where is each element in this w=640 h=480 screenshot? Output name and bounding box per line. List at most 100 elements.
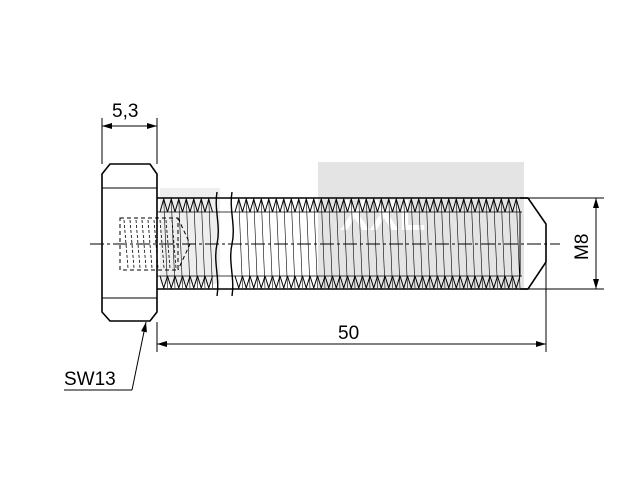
socket-thread-hatch xyxy=(159,219,165,269)
dim-thread-label: M8 xyxy=(572,234,593,260)
thread-helix-line xyxy=(313,198,318,289)
thread-helix-line xyxy=(185,198,191,289)
thread-tooth xyxy=(272,275,281,290)
thread-tooth xyxy=(512,275,521,290)
socket-thread-hatch xyxy=(129,219,135,269)
thread-helix-line xyxy=(410,198,416,289)
threaded-shank xyxy=(157,197,547,290)
socket-thread-hatch xyxy=(153,219,159,269)
thread-tooth xyxy=(369,275,378,290)
socket-thread-hatch xyxy=(135,219,141,269)
thread-tooth xyxy=(339,275,348,290)
socket-thread-hatch xyxy=(141,219,147,269)
thread-tooth xyxy=(467,275,476,290)
watermark: XXL xyxy=(160,162,524,288)
thread-helix-line xyxy=(365,198,371,289)
thread-tooth xyxy=(159,275,168,290)
thread-tooth xyxy=(287,275,296,290)
thread-helix-line xyxy=(388,198,393,289)
thread-helix-line xyxy=(455,198,461,289)
thread-helix-line xyxy=(463,198,468,289)
thread-helix-line xyxy=(283,198,288,289)
screw-tip xyxy=(520,197,547,290)
thread-helix-line xyxy=(343,198,348,289)
thread-helix-line xyxy=(380,198,386,289)
thread-helix-line xyxy=(373,198,378,289)
thread-tooth xyxy=(332,275,341,290)
thread-helix-line xyxy=(260,198,266,289)
wrench-size-label: SW13 xyxy=(64,369,116,390)
thread-helix-line xyxy=(305,198,311,289)
thread-tooth xyxy=(414,275,423,290)
thread-tooth xyxy=(429,275,438,290)
thread-helix-line xyxy=(298,198,303,289)
thread-helix-line xyxy=(275,198,281,289)
thread-tooth xyxy=(167,275,176,290)
thread-tooth xyxy=(264,275,273,290)
dimension-head-height xyxy=(101,118,158,164)
thread-helix-line xyxy=(193,198,198,289)
thread-helix-line xyxy=(440,198,446,289)
socket-hatch xyxy=(123,219,177,269)
thread-helix-line xyxy=(515,198,521,289)
thread-tooth xyxy=(354,275,363,290)
thread-tooth xyxy=(392,275,401,290)
thread-tooth xyxy=(482,275,491,290)
thread-tooth xyxy=(497,275,506,290)
thread-helix-line xyxy=(470,198,476,289)
thread-helix-line xyxy=(433,198,438,289)
wrench-size-leader xyxy=(64,321,147,391)
thread-helix-line xyxy=(335,198,341,289)
thread-tooth xyxy=(444,275,453,290)
thread-tooth xyxy=(452,275,461,290)
thread-tooth xyxy=(204,275,213,290)
thread-helix-line xyxy=(208,198,213,289)
thread-tooth xyxy=(422,275,431,290)
thread-helix-line xyxy=(425,198,431,289)
dim-length-label: 50 xyxy=(338,323,359,344)
thread-tooth xyxy=(249,275,258,290)
thread-helix-line xyxy=(163,198,168,289)
thread-helix-line xyxy=(478,198,483,289)
thread-tooth xyxy=(362,275,371,290)
thread-tooth xyxy=(399,275,408,290)
thread-tooth xyxy=(197,275,206,290)
thread-tooth xyxy=(189,275,198,290)
thread-tooth xyxy=(377,275,386,290)
thread-helix-line xyxy=(328,198,333,289)
thread-tooth xyxy=(504,275,513,290)
thread-helix-line xyxy=(500,198,506,289)
thread-tooth xyxy=(174,275,183,290)
thread-helix-line xyxy=(178,198,183,289)
thread-helix-line xyxy=(245,198,251,289)
socket-thread-hatch xyxy=(165,219,171,269)
thread-helix-line xyxy=(253,198,258,289)
thread-helix-line xyxy=(268,198,273,289)
thread-tooth xyxy=(324,275,333,290)
thread-tooth xyxy=(347,275,356,290)
thread-tooth xyxy=(294,275,303,290)
thread-teeth xyxy=(159,197,521,290)
leader-line xyxy=(131,321,147,391)
head-outline xyxy=(101,163,158,322)
thread-tooth xyxy=(302,275,311,290)
thread-helix-line xyxy=(448,198,453,289)
thread-helix-line xyxy=(170,198,176,289)
thread-helix-line xyxy=(418,198,423,289)
thread-tooth xyxy=(279,275,288,290)
thread-tooth xyxy=(257,275,266,290)
thread-helix-line xyxy=(200,198,206,289)
thread-tooth xyxy=(437,275,446,290)
thread-helix-line xyxy=(493,198,498,289)
thread-tooth xyxy=(234,275,243,290)
socket-thread-hatch xyxy=(123,219,129,269)
thread-tooth xyxy=(317,275,326,290)
thread-helix-line xyxy=(238,198,243,289)
dim-head-height-label: 5,3 xyxy=(112,101,138,122)
thread-helix-line xyxy=(358,198,363,289)
thread-tooth xyxy=(182,275,191,290)
thread-helix-line xyxy=(320,198,326,289)
thread-tooth xyxy=(474,275,483,290)
thread-helix-line xyxy=(350,198,356,289)
